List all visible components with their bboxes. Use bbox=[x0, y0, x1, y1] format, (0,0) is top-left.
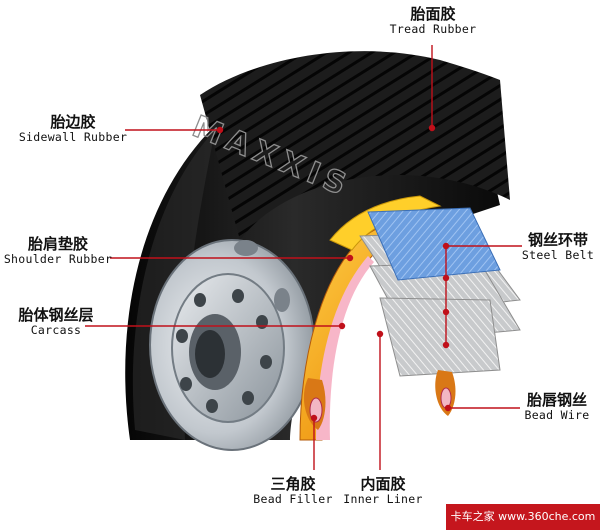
label-shoulder-en: Shoulder Rubber bbox=[3, 252, 113, 267]
label-sidewall-en: Sidewall Rubber bbox=[18, 130, 128, 145]
label-bead-wire: 胎唇钢丝 Bead Wire bbox=[516, 391, 598, 423]
label-tread-cn: 胎面胶 bbox=[410, 5, 456, 23]
leader-lines bbox=[85, 45, 522, 470]
label-liner-en: Inner Liner bbox=[343, 492, 423, 507]
bead-wire-right bbox=[440, 387, 452, 409]
label-sidewall-cn: 胎边胶 bbox=[50, 113, 96, 131]
label-shoulder-rubber: 胎肩垫胶 Shoulder Rubber bbox=[2, 235, 114, 267]
label-filler-cn: 三角胶 bbox=[270, 475, 316, 493]
label-carcass: 胎体钢丝层 Carcass bbox=[4, 306, 108, 338]
label-inner-liner: 内面胶 Inner Liner bbox=[338, 475, 428, 507]
label-tread-en: Tread Rubber bbox=[389, 22, 477, 37]
label-bead-filler: 三角胶 Bead Filler bbox=[250, 475, 336, 507]
label-steel-en: Steel Belt bbox=[521, 248, 595, 263]
lug-nuts bbox=[176, 289, 272, 413]
label-carcass-en: Carcass bbox=[30, 323, 82, 338]
label-carcass-cn: 胎体钢丝层 bbox=[18, 306, 94, 324]
watermark: 卡车之家 www.360che.com bbox=[446, 504, 600, 530]
label-tread-rubber: 胎面胶 Tread Rubber bbox=[378, 5, 488, 37]
cutaway-section bbox=[299, 195, 521, 441]
label-bead-cn: 胎唇钢丝 bbox=[526, 391, 587, 409]
label-bead-en: Bead Wire bbox=[524, 408, 590, 423]
label-sidewall-rubber: 胎边胶 Sidewall Rubber bbox=[14, 113, 132, 145]
wheel-rim bbox=[149, 239, 315, 451]
label-filler-en: Bead Filler bbox=[253, 492, 333, 507]
label-shoulder-cn: 胎肩垫胶 bbox=[27, 235, 88, 253]
label-steel-belt: 钢丝环带 Steel Belt bbox=[518, 231, 598, 263]
label-liner-cn: 内面胶 bbox=[360, 475, 406, 493]
label-steel-cn: 钢丝环带 bbox=[527, 231, 588, 249]
